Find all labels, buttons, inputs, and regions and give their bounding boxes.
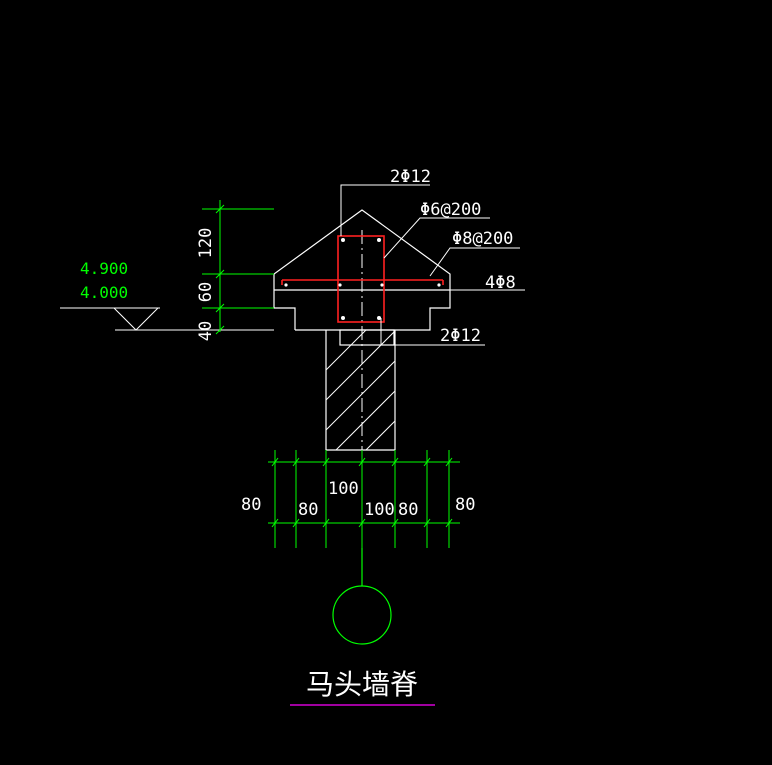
cap-profile (273, 209, 451, 331)
dim-left-inner: 80 (298, 500, 318, 520)
elevation-bottom: 4.000 (80, 283, 128, 302)
elevation-top: 4.900 (80, 259, 128, 278)
leader-bottom-bars (380, 318, 485, 346)
label-distribution: Φ8@200 (452, 229, 513, 249)
label-bottom-bars: 2Φ12 (440, 326, 481, 346)
dim-center-right: 100 (364, 500, 395, 520)
label-long-bars: 4Φ8 (485, 273, 516, 293)
elevation-marker (60, 307, 274, 331)
leader-distribution (429, 247, 520, 277)
dim-center-left: 100 (328, 479, 359, 499)
horizontal-dimension (268, 450, 460, 548)
rebar-dots (284, 238, 441, 320)
wall-top-block (339, 329, 395, 346)
stirrup (337, 235, 385, 323)
dim-left-outer: 80 (241, 495, 261, 515)
vertical-dimension (202, 200, 274, 335)
drawing-title: 马头墙脊 (306, 668, 418, 701)
rebar (281, 235, 444, 323)
leaders (340, 184, 525, 346)
dim-right-outer: 80 (455, 495, 475, 515)
leader-top-bars (340, 184, 430, 236)
axis-bubble (332, 548, 392, 645)
label-stirrup: Φ6@200 (420, 200, 481, 220)
dim-120: 120 (196, 228, 216, 259)
dim-60: 60 (196, 282, 216, 302)
dim-40: 40 (196, 321, 216, 341)
leader-stirrup (383, 217, 490, 259)
dim-right-inner: 80 (398, 500, 418, 520)
label-top-bars: 2Φ12 (390, 167, 431, 187)
wall-hatch (325, 329, 396, 451)
